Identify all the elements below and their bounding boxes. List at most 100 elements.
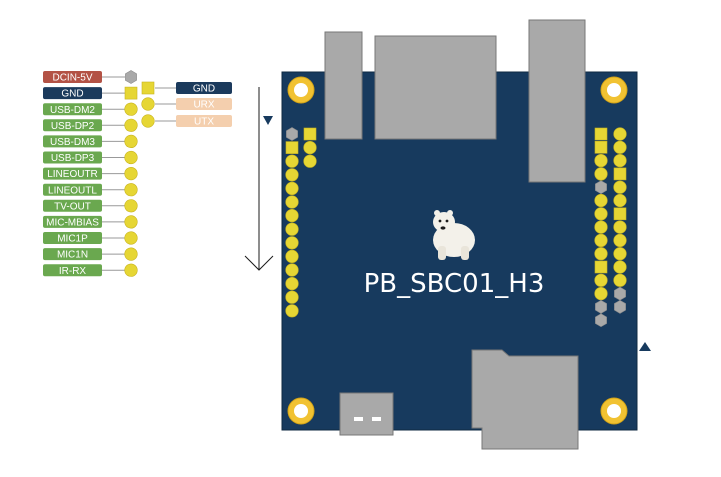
pin-icon <box>125 70 137 84</box>
pin-label-usb-dm2: USB-DM2 <box>43 102 138 116</box>
pin-icon <box>124 263 138 277</box>
pin-label-text: UTX <box>194 117 214 128</box>
left-header-pin <box>285 290 299 304</box>
right-header-pin <box>613 167 627 181</box>
pin-label-gnd: GND <box>141 81 232 95</box>
pin-icon <box>124 199 138 213</box>
pin-label-box <box>43 232 102 244</box>
pin-label-text: URX <box>193 100 214 111</box>
right-header-pin <box>613 207 627 221</box>
pin-label-text: DCIN-5V <box>52 73 92 84</box>
left-header-pin <box>285 277 299 291</box>
pin-label-box <box>43 248 102 261</box>
left-header-pin <box>285 181 299 195</box>
pin-label-box <box>43 103 102 116</box>
board-title: PB_SBC01_H3 <box>364 269 545 299</box>
pin-label-utx: UTX <box>141 114 232 128</box>
right-header-pin <box>613 260 627 274</box>
pin-label-box <box>43 215 102 228</box>
right-header-pin <box>613 233 627 247</box>
pin-label-text: IR-RX <box>59 266 87 277</box>
right-header-pin <box>613 154 627 168</box>
pin-icon <box>141 97 155 111</box>
pin-label-box <box>43 167 102 180</box>
pin-label-usb-dp3: USB-DP3 <box>43 150 138 164</box>
right-header-pin <box>613 247 627 261</box>
pin-icon <box>124 247 138 261</box>
pin-icon <box>124 215 138 229</box>
mounting-hole-bottom-left <box>287 397 315 425</box>
left-header-pin <box>285 249 299 263</box>
right-header-pin <box>594 287 608 301</box>
pin-label-text: MIC-MBIAS <box>46 218 99 229</box>
right-header-pin <box>594 167 608 181</box>
left-header-pin <box>285 222 299 236</box>
left-header-pin <box>285 154 299 168</box>
pin-label-urx: URX <box>141 97 232 111</box>
pin-label-mic1p: MIC1P <box>43 231 138 245</box>
left-header-pin <box>303 127 317 141</box>
pin-label-text: USB-DP3 <box>51 153 95 164</box>
right-header-pin <box>613 127 627 141</box>
usb-connector-large <box>374 35 497 140</box>
pin-label-text: LINEOUTR <box>47 169 98 180</box>
left-header-pin <box>285 304 299 318</box>
left-header-pin <box>285 168 299 182</box>
pin-label-box <box>43 264 102 277</box>
right-header-pin <box>594 260 608 274</box>
right-header-pin <box>594 220 608 234</box>
pin-label-mic1n: MIC1N <box>43 247 138 261</box>
right-header-pin <box>594 193 608 208</box>
right-header-pin <box>613 180 627 194</box>
left-pin-header <box>285 127 317 318</box>
vertical-arrow <box>244 87 274 271</box>
mounting-hole-bottom-right <box>600 397 628 425</box>
pin-label-box <box>43 119 102 132</box>
ethernet-connector <box>528 19 586 183</box>
pin-icon <box>124 86 138 100</box>
left-header-pin <box>285 141 299 154</box>
pin-icon <box>124 183 138 197</box>
pin-label-usb-dp2: USB-DP2 <box>43 118 138 132</box>
pin-label-text: USB-DM3 <box>50 137 95 148</box>
pin-icon <box>124 134 138 148</box>
right-header-pin <box>594 273 608 287</box>
left-header-pin <box>303 141 317 155</box>
mounting-hole-top-right <box>600 76 628 104</box>
left-header-pin <box>285 195 299 209</box>
pin-label-box <box>176 82 232 94</box>
right-header-pin <box>594 233 608 247</box>
pin-label-dcin-5v: DCIN-5V <box>43 70 137 84</box>
pin-label-text: MIC1P <box>57 234 88 245</box>
pin-label-text: TV-OUT <box>54 201 91 212</box>
pin-label-box <box>176 115 232 127</box>
mounting-hole-top-left <box>287 76 315 104</box>
pin-icon <box>124 231 138 245</box>
pin-label-text: USB-DM2 <box>50 105 95 116</box>
pin-label-tv-out: TV-OUT <box>43 199 138 213</box>
pin1-marker-left <box>263 116 273 125</box>
pin-label-box <box>43 87 102 100</box>
pin-label-gnd: GND <box>43 86 138 100</box>
sd-card-slot <box>471 349 579 450</box>
pin-label-box <box>43 199 102 212</box>
pin-label-text: MIC1N <box>57 250 88 261</box>
pin-label-text: USB-DP2 <box>51 121 95 132</box>
left-header-pin <box>285 263 299 277</box>
right-header-pin <box>594 141 608 154</box>
pin-label-lineoutl: LINEOUTL <box>43 183 138 197</box>
right-header-pin <box>594 207 608 221</box>
pin-icon <box>124 167 138 181</box>
pin-icon <box>124 118 138 132</box>
pin-label-text: GND <box>61 89 83 100</box>
pin-label-mic-mbias: MIC-MBIAS <box>43 215 138 229</box>
pin-icon <box>141 81 155 95</box>
pin-label-box <box>43 71 102 83</box>
pin-icon <box>141 114 155 128</box>
pin-label-box <box>43 151 102 164</box>
pin-label-usb-dm3: USB-DM3 <box>43 134 138 148</box>
pin-label-box <box>176 98 232 110</box>
polar-bear-logo <box>433 210 475 260</box>
